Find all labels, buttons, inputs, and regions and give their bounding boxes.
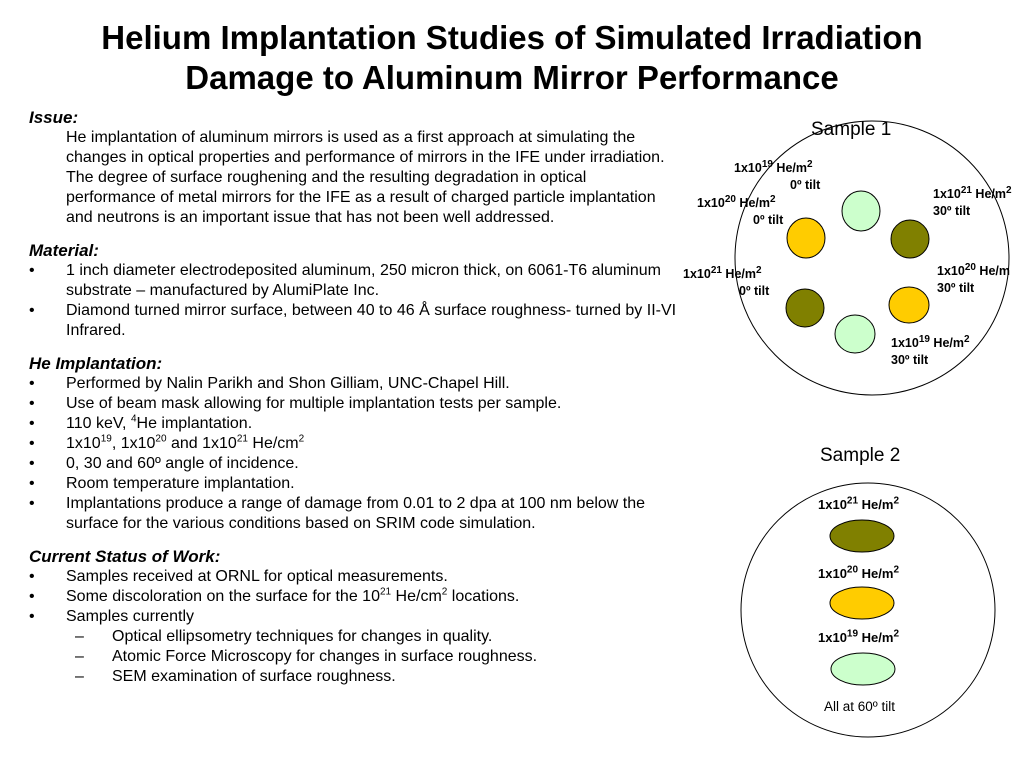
sample-2-spot — [829, 586, 895, 620]
title-line-1: Helium Implantation Studies of Simulated… — [101, 19, 923, 56]
sample-1-spot-label: 1x1019 He/m2 0º tilt — [734, 158, 821, 192]
status-item: •Samples currently — [29, 608, 195, 625]
sample-2-spot — [830, 652, 896, 686]
implantation-item: •Room temperature implantation. — [29, 475, 295, 492]
sample-2-note: All at 60º tilt — [824, 699, 895, 714]
implantation-item: •1x1019, 1x1020 and 1x1021 He/cm2 — [29, 433, 305, 452]
implantation-item: •0, 30 and 60º angle of incidence. — [29, 455, 299, 472]
sample-1-spot — [785, 288, 825, 328]
sample-1-spot-label: 1x1020 He/m 30º tilt — [937, 261, 1010, 295]
sample-1-label: Sample 1 — [811, 119, 892, 140]
sample-2-label: Sample 2 — [820, 445, 901, 466]
material-heading: Material: — [29, 241, 99, 260]
sample-1-spot — [834, 314, 876, 354]
implantation-item: •Implantations produce a range of damage… — [29, 495, 646, 532]
issue-body: He implantation of aluminum mirrors is u… — [66, 129, 665, 226]
sample-2-spot-label: 1x1020 He/m2 — [818, 564, 900, 581]
status-heading: Current Status of Work: — [29, 547, 221, 566]
sample-1-spot — [841, 190, 881, 232]
sample-1-spot-label: 1x1021 He/m2 0º tilt — [683, 264, 770, 298]
sample-2-spot-label: 1x1019 He/m2 — [818, 628, 900, 645]
content-column: Issue: He implantation of aluminum mirro… — [29, 108, 679, 687]
material-item: •1 inch diameter electrodeposited alumin… — [29, 262, 661, 299]
sample-1-spot — [888, 286, 930, 324]
sample-1-spot — [890, 219, 930, 259]
page-title: Helium Implantation Studies of Simulated… — [0, 18, 1024, 98]
title-line-2: Damage to Aluminum Mirror Performance — [185, 59, 839, 96]
sample-1-spot-label: 1x1019 He/m2 30º tilt — [891, 333, 970, 367]
sample-1-spot — [786, 217, 826, 259]
sample-1-spot-label: 1x1021 He/m2 30º tilt — [933, 184, 1012, 218]
implantation-item: •Use of beam mask allowing for multiple … — [29, 395, 562, 412]
issue-heading: Issue: — [29, 108, 79, 127]
implantation-item: •110 keV, 4He implantation. — [29, 413, 253, 432]
sample-2-spot-label: 1x1021 He/m2 — [818, 495, 900, 512]
status-subitem: –Atomic Force Microscopy for changes in … — [75, 648, 538, 665]
sample-2-spot — [829, 519, 895, 553]
material-item: •Diamond turned mirror surface, between … — [29, 302, 677, 339]
implantation-heading: He Implantation: — [29, 354, 163, 373]
status-item: •Some discoloration on the surface for t… — [29, 586, 520, 605]
status-subitem: –SEM examination of surface roughness. — [75, 668, 396, 685]
status-item: •Samples received at ORNL for optical me… — [29, 568, 448, 585]
status-subitem: –Optical ellipsometry techniques for cha… — [75, 628, 493, 645]
sample-1-spot-label: 1x1020 He/m2 0º tilt — [697, 193, 784, 227]
implantation-item: •Performed by Nalin Parikh and Shon Gill… — [29, 375, 510, 392]
